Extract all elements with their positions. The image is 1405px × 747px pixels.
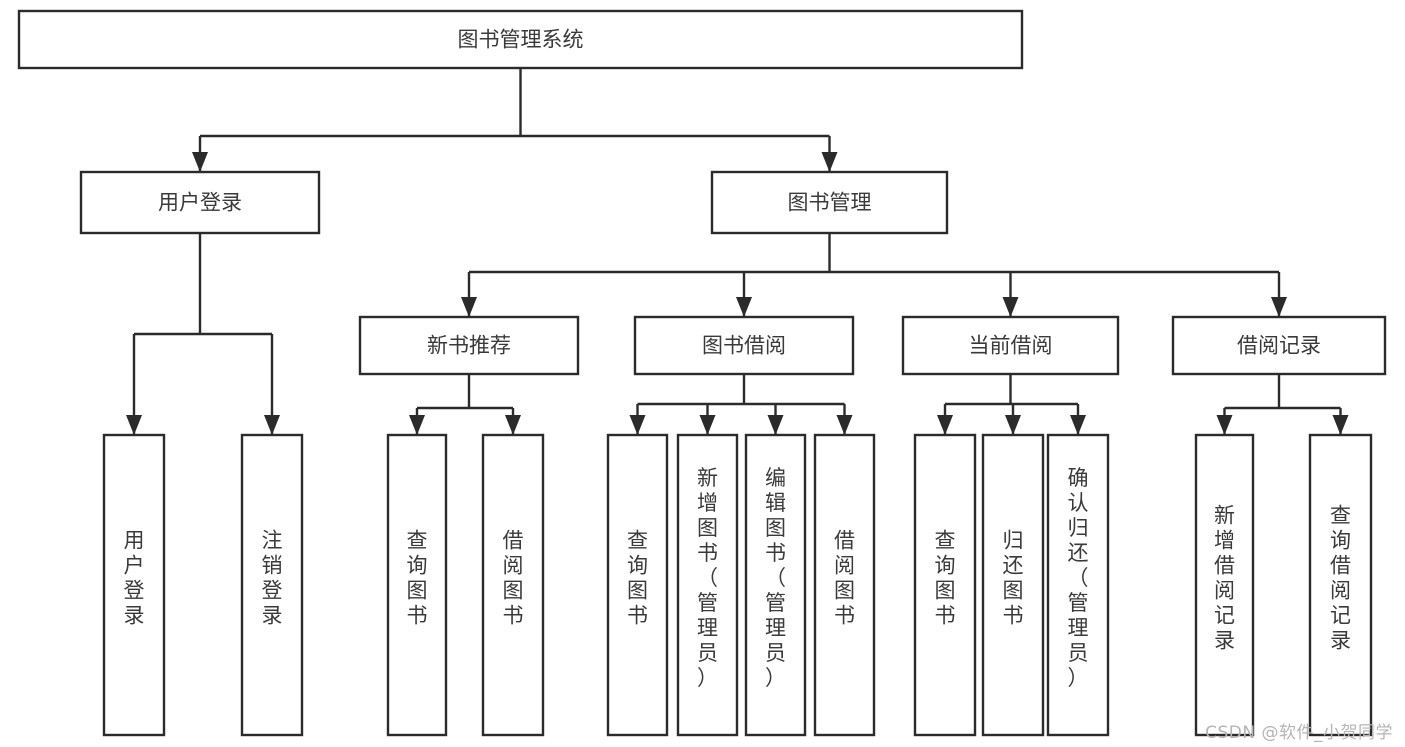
node-level3-借阅记录[interactable]: 借阅记录 (1171, 315, 1387, 376)
node-label: 归还图书 (1003, 529, 1024, 628)
node-box (981, 433, 1045, 737)
arrow-head-icon (1216, 415, 1233, 435)
node-box (676, 433, 739, 737)
node-layer: 图书管理系统用户登录图书管理新书推荐图书借阅当前借阅借阅记录用户登录注销登录查询… (17, 9, 1387, 737)
arrow-head-icon (1332, 415, 1349, 435)
node-label: 图书管理 (788, 191, 872, 215)
node-box (386, 433, 448, 737)
node-leaf-查询图书[interactable]: 查询图书 (606, 433, 669, 737)
node-label: 图书借阅 (702, 334, 786, 358)
node-box (710, 170, 949, 235)
node-label: 确认归还（管理员） (1068, 466, 1089, 690)
node-leaf-查询图书[interactable]: 查询图书 (913, 433, 977, 737)
node-box (606, 433, 669, 737)
node-leaf-借阅图书[interactable]: 借阅图书 (813, 433, 876, 737)
node-leaf-查询借阅记录[interactable]: 查询借阅记录 (1308, 433, 1373, 737)
node-box (1308, 433, 1373, 737)
node-leaf-借阅图书[interactable]: 借阅图书 (481, 433, 545, 737)
arrow-head-icon (1070, 415, 1086, 435)
node-box (481, 433, 545, 737)
node-label: 借阅记录 (1237, 334, 1321, 358)
node-label: 编辑图书（管理员） (765, 466, 786, 690)
arrow-head-icon (629, 415, 646, 435)
node-leaf-编辑图书管理员[interactable]: 编辑图书（管理员） (744, 433, 807, 737)
node-box (358, 315, 580, 376)
node-root-图书管理系统[interactable]: 图书管理系统 (17, 9, 1024, 70)
node-label: 新书推荐 (427, 334, 511, 358)
node-label: 借阅图书 (834, 529, 855, 628)
arrow-head-icon (126, 415, 142, 435)
node-leaf-查询图书[interactable]: 查询图书 (386, 433, 448, 737)
node-leaf-归还图书[interactable]: 归还图书 (981, 433, 1045, 737)
node-leaf-确认归还管理员[interactable]: 确认归还（管理员） (1046, 433, 1110, 737)
arrow-head-icon (821, 152, 838, 172)
node-leaf-新增借阅记录[interactable]: 新增借阅记录 (1194, 433, 1255, 737)
arrow-head-icon (264, 415, 280, 435)
arrow-head-icon (192, 152, 208, 172)
arrow-head-icon (937, 415, 953, 435)
node-label: 图书管理系统 (458, 28, 584, 52)
connector-layer (126, 68, 1349, 435)
node-label: 查询借阅记录 (1330, 504, 1351, 653)
arrow-head-icon (1005, 415, 1021, 435)
arrow-head-icon (836, 415, 853, 435)
arrow-head-icon (1002, 297, 1019, 317)
node-box (240, 433, 304, 737)
arrow-head-icon (409, 415, 425, 435)
node-label: 用户登录 (124, 529, 145, 628)
node-box (1194, 433, 1255, 737)
node-label: 用户登录 (158, 191, 242, 215)
node-box (901, 315, 1120, 376)
node-leaf-新增图书管理员[interactable]: 新增图书（管理员） (676, 433, 739, 737)
node-leaf-用户登录[interactable]: 用户登录 (102, 433, 166, 737)
arrow-head-icon (736, 297, 752, 317)
node-leaf-注销登录[interactable]: 注销登录 (240, 433, 304, 737)
node-label: 借阅图书 (503, 529, 524, 628)
node-level2-图书管理[interactable]: 图书管理 (710, 170, 949, 235)
arrow-head-icon (767, 415, 784, 435)
node-box (744, 433, 807, 737)
node-box (913, 433, 977, 737)
node-label: 查询图书 (407, 529, 428, 628)
node-box (17, 9, 1024, 70)
arrow-head-icon (461, 297, 477, 317)
node-level3-图书借阅[interactable]: 图书借阅 (633, 315, 855, 376)
node-level2-用户登录[interactable]: 用户登录 (79, 170, 321, 235)
node-label: 新增图书（管理员） (697, 466, 718, 690)
node-label: 注销登录 (262, 529, 283, 628)
node-box (1046, 433, 1110, 737)
node-box (79, 170, 321, 235)
node-box (102, 433, 166, 737)
node-label: 查询图书 (935, 529, 956, 628)
node-label: 当前借阅 (969, 334, 1053, 358)
node-label: 查询图书 (627, 529, 648, 628)
node-level3-当前借阅[interactable]: 当前借阅 (901, 315, 1120, 376)
node-box (633, 315, 855, 376)
arrow-head-icon (505, 415, 521, 435)
node-level3-新书推荐[interactable]: 新书推荐 (358, 315, 580, 376)
arrow-head-icon (699, 415, 716, 435)
node-box (813, 433, 876, 737)
node-box (1171, 315, 1387, 376)
node-label: 新增借阅记录 (1214, 504, 1235, 653)
arrow-head-icon (1271, 297, 1287, 317)
